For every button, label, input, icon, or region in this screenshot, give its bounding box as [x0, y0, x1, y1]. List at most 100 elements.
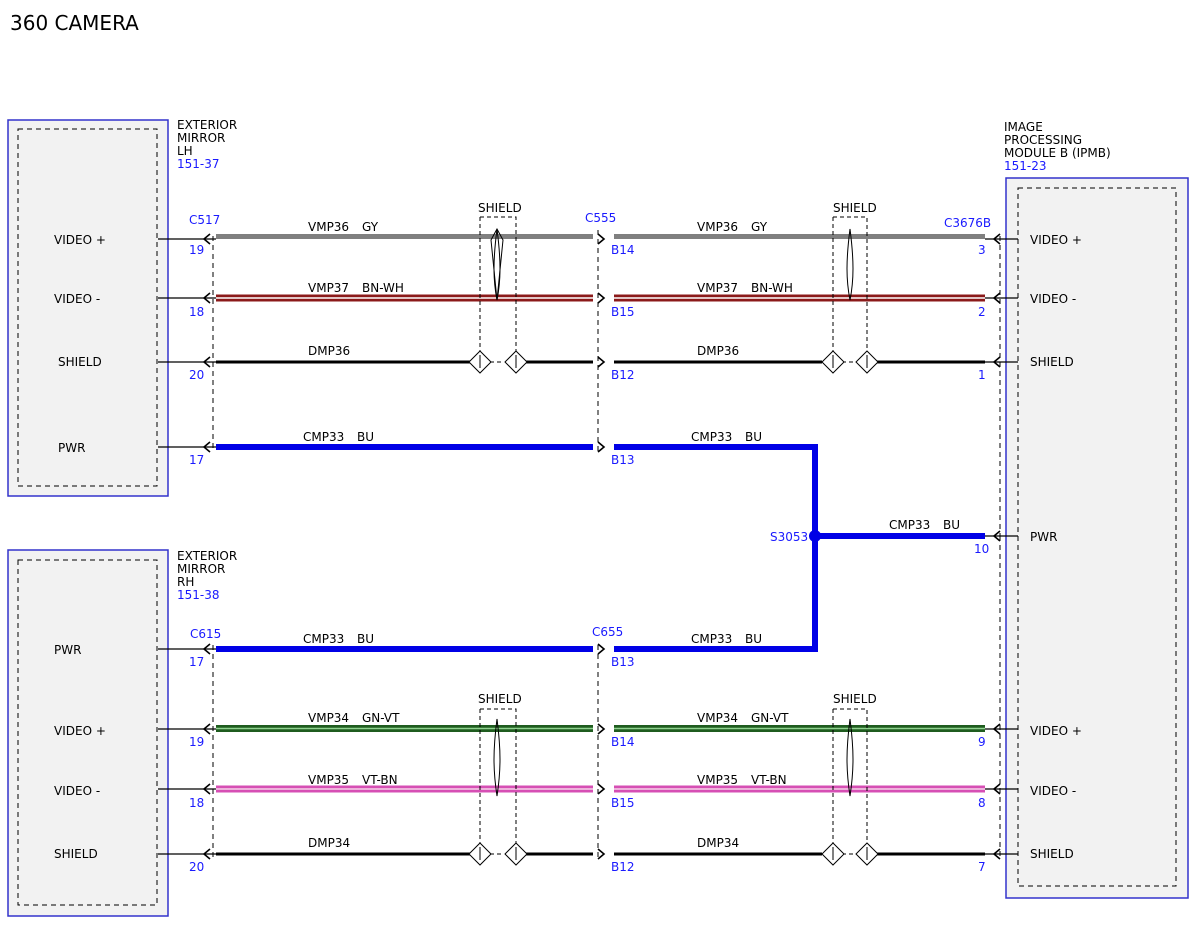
label-vmp34-1: VMP34 [308, 711, 349, 725]
label-vmp36-1: VMP36 [308, 220, 349, 234]
pin-c655-b13: B13 [611, 655, 635, 669]
ipmb-pin-pwr: PWR [1030, 530, 1057, 544]
connector-c3676b: C3676B [944, 216, 991, 230]
module-ipmb-ref: 151-23 [1004, 159, 1047, 173]
lh-pin-video-minus: VIDEO - [54, 292, 100, 306]
pin-ipmb-10: 10 [974, 542, 989, 556]
module-ipmb-name-3: MODULE B (IPMB) [1004, 146, 1111, 160]
module-rh-name-3: RH [177, 575, 194, 589]
label-gy-1: GY [362, 220, 379, 234]
label-vmp36-2: VMP36 [697, 220, 738, 234]
ipmb-pin-video-plus-2: VIDEO + [1030, 724, 1082, 738]
ipmb-pin-shield-2: SHIELD [1030, 847, 1074, 861]
label-cmp33-3: CMP33 [889, 518, 930, 532]
module-exterior-mirror-rh[interactable] [7, 549, 169, 917]
pin-lh-17: 17 [189, 453, 204, 467]
pin-lh-18: 18 [189, 305, 204, 319]
shield-drain-ticks [479, 355, 868, 860]
pin-ipmb-1: 1 [978, 368, 986, 382]
label-vmp35-2: VMP35 [697, 773, 738, 787]
label-bu-3: BU [943, 518, 960, 532]
lh-pin-video-plus: VIDEO + [54, 233, 106, 247]
module-ipmb[interactable] [1005, 177, 1189, 899]
lh-pin-pwr: PWR [58, 441, 85, 455]
pin-rh-17: 17 [189, 655, 204, 669]
pin-c555-b15: B15 [611, 305, 635, 319]
label-dmp34-2: DMP34 [697, 836, 739, 850]
shield-label-2: SHIELD [833, 201, 877, 215]
shield-label-1: SHIELD [478, 201, 522, 215]
pin-ipmb-3: 3 [978, 243, 986, 257]
label-gnvt-2: GN-VT [751, 711, 789, 725]
connector-c555: C555 [585, 211, 616, 225]
splice-label: S3053 [770, 530, 808, 544]
label-bnwh-1: BN-WH [362, 281, 404, 295]
ipmb-pin-video-plus-1: VIDEO + [1030, 233, 1082, 247]
connector-c655: C655 [592, 625, 623, 639]
pin-lh-19: 19 [189, 243, 204, 257]
label-vtbn-2: VT-BN [751, 773, 787, 787]
module-rh-ref: 151-38 [177, 588, 220, 602]
label-vtbn-1: VT-BN [362, 773, 398, 787]
pin-lh-20: 20 [189, 368, 204, 382]
pin-c555-b14: B14 [611, 243, 635, 257]
splice-dot [809, 530, 821, 542]
module-lh-name-2: MIRROR [177, 131, 225, 145]
label-bnwh-2: BN-WH [751, 281, 793, 295]
lh-pin-shield: SHIELD [58, 355, 102, 369]
pin-ipmb-8: 8 [978, 796, 986, 810]
shield-label-3: SHIELD [478, 692, 522, 706]
pin-stubs [158, 238, 1018, 855]
pin-c555-b13: B13 [611, 453, 635, 467]
label-gy-2: GY [751, 220, 768, 234]
module-rh-name-2: MIRROR [177, 562, 225, 576]
label-vmp37-1: VMP37 [308, 281, 349, 295]
label-vmp35-1: VMP35 [308, 773, 349, 787]
pin-c655-b15: B15 [611, 796, 635, 810]
label-cmp33-1: CMP33 [303, 430, 344, 444]
rh-pin-video-minus: VIDEO - [54, 784, 100, 798]
wire-cmp33[interactable] [216, 444, 985, 652]
label-cmp33-5: CMP33 [691, 632, 732, 646]
module-lh-name-1: EXTERIOR [177, 118, 237, 132]
label-vmp37-2: VMP37 [697, 281, 738, 295]
module-lh-name-3: LH [177, 144, 193, 158]
rh-pin-video-plus: VIDEO + [54, 724, 106, 738]
label-cmp33-4: CMP33 [303, 632, 344, 646]
shield-label-4: SHIELD [833, 692, 877, 706]
ipmb-pin-video-minus-2: VIDEO - [1030, 784, 1076, 798]
label-bu-4: BU [357, 632, 374, 646]
module-lh-ref: 151-37 [177, 157, 220, 171]
rh-pin-shield: SHIELD [54, 847, 98, 861]
module-ipmb-name-1: IMAGE [1004, 120, 1043, 134]
label-vmp34-2: VMP34 [697, 711, 738, 725]
label-gnvt-1: GN-VT [362, 711, 400, 725]
pin-ipmb-7: 7 [978, 860, 986, 874]
pin-ipmb-9: 9 [978, 735, 986, 749]
pin-rh-18: 18 [189, 796, 204, 810]
module-rh-name-1: EXTERIOR [177, 549, 237, 563]
connector-lines [212, 230, 1001, 858]
pin-rh-19: 19 [189, 735, 204, 749]
ipmb-pin-video-minus-1: VIDEO - [1030, 292, 1076, 306]
connector-c517: C517 [189, 213, 220, 227]
label-dmp34-1: DMP34 [308, 836, 350, 850]
pin-ipmb-2: 2 [978, 305, 986, 319]
shield-boxes [479, 216, 868, 854]
pin-c655-b14: B14 [611, 735, 635, 749]
rh-pin-pwr: PWR [54, 643, 81, 657]
page-title: 360 CAMERA [10, 11, 139, 35]
label-dmp36-1: DMP36 [308, 344, 350, 358]
label-bu-5: BU [745, 632, 762, 646]
connector-c615: C615 [190, 627, 221, 641]
ipmb-pin-shield-1: SHIELD [1030, 355, 1074, 369]
module-exterior-mirror-lh[interactable] [7, 119, 169, 497]
pin-rh-20: 20 [189, 860, 204, 874]
label-cmp33-2: CMP33 [691, 430, 732, 444]
pin-c555-b12: B12 [611, 368, 635, 382]
module-ipmb-name-2: PROCESSING [1004, 133, 1082, 147]
label-dmp36-2: DMP36 [697, 344, 739, 358]
label-bu-2: BU [745, 430, 762, 444]
label-bu-1: BU [357, 430, 374, 444]
